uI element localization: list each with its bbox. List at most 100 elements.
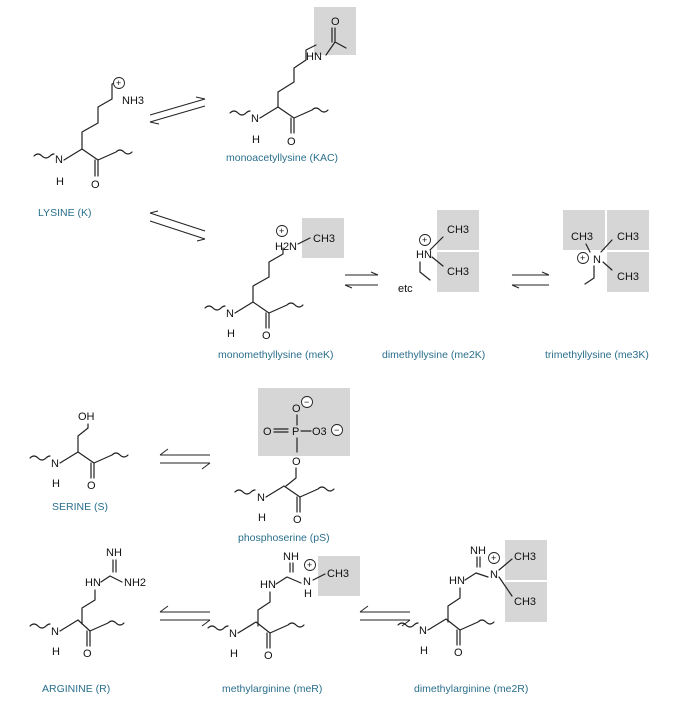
me2r-structure: NH HN N + CH3 CH3 N H O dimethylarginine… [397,540,547,695]
arginine-nh2-group: NH2 [124,577,146,589]
ps-o-atom-top: O [292,403,301,415]
mek-positive-charge: + [279,226,284,236]
me3k-ch3-group-3: CH3 [617,271,639,283]
me2k-hn-group: HN [416,249,432,261]
me2k-ch3-group-2: CH3 [447,266,469,278]
me2r-nh-group: NH [470,545,486,557]
kac-n-atom: N [251,113,259,125]
kac-acetyl-o-atom: O [331,16,340,28]
arginine-o-atom: O [83,648,92,660]
serine-structure: OH N H O SERINE (S) [29,411,129,513]
mek-ch3-group: CH3 [313,233,335,245]
lysine-o-atom: O [91,179,100,191]
equilibrium-arrow-me2r [359,605,411,627]
ps-p-atom: P [292,426,299,438]
arginine-nh-group: NH [106,547,122,559]
arginine-n-atom: N [51,626,59,638]
mer-h-atom-methyl: H [304,588,312,600]
ps-structure: O − O P O3 − O N H O phosphoserine (pS) [234,388,350,544]
arginine-structure: NH HN NH2 N H O ARGININE (R) [29,547,146,695]
serine-n-atom: N [51,458,59,470]
me2k-label: dimethyllysine (me2K) [382,349,485,361]
me2k-methyl-highlight-box-2 [437,252,479,292]
mek-label: monomethyllysine (meK) [218,349,334,361]
equilibrium-arrow-mek [149,210,206,242]
me2r-methyl-highlight-box-2 [505,582,547,622]
mek-structure: H2N + CH3 N H O monomethyllysine (meK) [204,218,344,361]
equilibrium-arrow-mer [159,605,211,627]
kac-h-atom: H [252,134,260,146]
equilibrium-arrow-ps [159,448,211,470]
me2k-structure: HN + CH3 CH3 etc dimethyllysine (me2K) [382,210,485,361]
mer-n-atom-methyl: N [303,576,311,588]
ps-negative-charge-1: − [304,397,309,407]
mer-ch3-group: CH3 [327,568,349,580]
me2r-n-atom-methyl: N [490,569,498,581]
me2k-methyl-highlight-box-1 [437,210,479,250]
me3k-n-atom: N [593,254,601,266]
mer-positive-charge: + [307,560,312,570]
kac-structure: O HN N H O monoacetyllysine (KAC) [226,7,356,164]
me2r-hn-group: HN [449,575,465,587]
me3k-ch3-group-1: CH3 [571,231,593,243]
lysine-label: LYSINE (K) [38,207,91,219]
me2r-ch3-group-2: CH3 [514,596,536,608]
me2k-positive-charge: + [422,235,427,245]
me2r-methyl-highlight-box-1 [505,540,547,580]
serine-o-atom: O [87,480,96,492]
me2r-ch3-group-1: CH3 [514,551,536,563]
arginine-label: ARGININE (R) [42,683,110,695]
ps-h-atom: H [258,512,266,524]
me2k-etc-text: etc [398,283,413,295]
ps-o-atom: O [293,514,302,526]
ps-label: phosphoserine (pS) [238,532,330,544]
me2r-positive-charge: + [491,553,496,563]
equilibrium-arrow-kac [149,96,206,125]
me3k-methyl-highlight-box-2 [607,210,649,250]
kac-label: monoacetyllysine (KAC) [226,152,338,164]
mek-o-atom: O [262,330,271,342]
me2k-ch3-group-1: CH3 [447,224,469,236]
mer-label: methylarginine (meR) [222,683,322,695]
mek-n-atom: N [226,308,234,320]
me2r-h-atom: H [420,645,428,657]
me3k-positive-charge: + [580,253,585,263]
mer-nh-group: NH [283,551,299,563]
mer-o-atom: O [264,650,273,662]
kac-o-atom: O [287,136,296,148]
me3k-structure: N + CH3 CH3 CH3 trimethyllysine (me3K) [545,210,649,361]
ps-o3-group: O3 [312,426,327,438]
mek-h-atom: H [227,328,235,340]
mer-n-atom: N [229,628,237,640]
me2r-label: dimethylarginine (me2R) [414,683,528,695]
mer-structure: NH HN N H + CH3 N H O methylarginine (me… [207,551,360,695]
me3k-ch3-group-2: CH3 [617,231,639,243]
serine-h-atom: H [52,478,60,490]
lysine-n-atom: N [55,154,63,166]
mer-methyl-highlight-box [318,556,360,596]
me3k-methyl-highlight-box-1 [563,210,605,250]
me3k-label: trimethyllysine (me3K) [545,349,649,361]
me2r-n-atom: N [419,625,427,637]
equilibrium-arrow-me3k [511,271,550,289]
lysine-structure: N H O NH3 + LYSINE (K) [33,77,144,219]
mer-h-atom: H [230,648,238,660]
ps-negative-charge-2: − [334,425,339,435]
serine-oh-group: OH [78,411,95,423]
arginine-hn-group: HN [85,577,101,589]
me3k-methyl-highlight-box-3 [607,252,649,292]
kac-hn-group: HN [306,51,322,63]
lysine-h-atom: H [56,176,64,188]
mer-hn-group: HN [260,579,276,591]
lysine-positive-charge: + [116,78,121,88]
serine-label: SERINE (S) [52,501,108,513]
ps-n-atom: N [257,492,265,504]
ps-o-atom-left: O [263,426,272,438]
me2r-o-atom: O [454,647,463,659]
ps-o-atom-link: O [292,456,301,468]
equilibrium-arrow-me2k [344,271,379,289]
lysine-nh3-group: NH3 [122,95,144,107]
mek-h2n-group: H2N [275,241,297,253]
arginine-h-atom: H [52,646,60,658]
